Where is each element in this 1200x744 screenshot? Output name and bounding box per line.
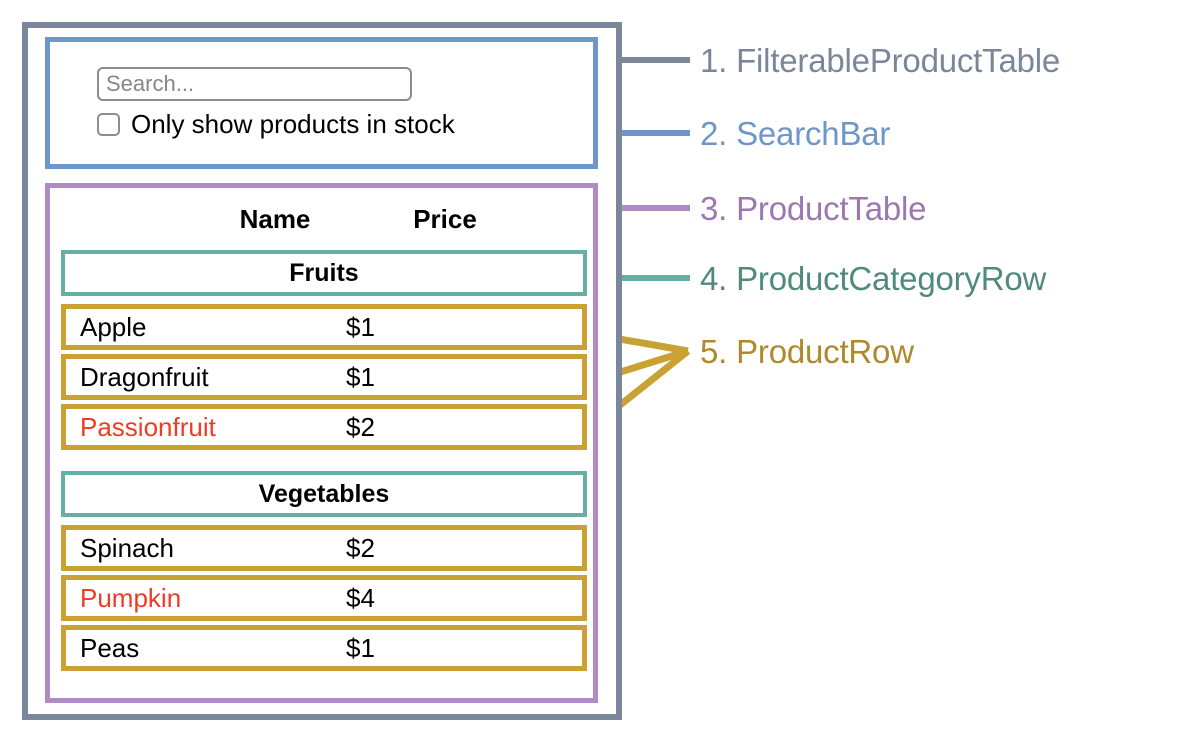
product-price: $1: [346, 311, 375, 342]
product-row: Peas $1: [61, 625, 587, 671]
legend-label: ProductRow: [736, 333, 914, 370]
product-name: Apple: [80, 311, 147, 342]
legend-item-product-category-row: 4. ProductCategoryRow: [700, 262, 1046, 295]
checkbox-icon[interactable]: [97, 112, 120, 136]
product-category-row: Fruits: [61, 250, 587, 296]
product-name: Peas: [80, 632, 140, 663]
legend-number: 2.: [700, 115, 737, 152]
column-header-name: Name: [239, 203, 311, 234]
product-price: $1: [346, 361, 375, 392]
in-stock-filter-label: Only show products in stock: [131, 109, 455, 139]
product-price: $2: [346, 532, 375, 563]
product-row: Apple $1: [61, 304, 587, 350]
product-category-row: Vegetables: [61, 471, 587, 517]
product-category-label: Fruits: [289, 258, 359, 287]
legend-number: 5.: [700, 333, 737, 370]
legend-number: 3.: [700, 190, 737, 227]
product-table: Name Price Fruits Apple $1 Dragonfruit $…: [45, 183, 598, 703]
product-row: Passionfruit $2: [61, 404, 587, 450]
product-row: Dragonfruit $1: [61, 354, 587, 400]
legend-label: ProductCategoryRow: [736, 260, 1047, 297]
table-header-row: Name Price: [50, 188, 593, 250]
column-header-price: Price: [413, 203, 477, 234]
product-name: Spinach: [80, 532, 174, 563]
search-bar: Only show products in stock: [45, 37, 598, 169]
legend-number: 4.: [700, 260, 737, 297]
product-price: $1: [346, 632, 375, 663]
product-price: $4: [346, 582, 375, 613]
product-category-label: Vegetables: [258, 479, 390, 508]
legend-label: SearchBar: [736, 115, 891, 152]
product-name: Dragonfruit: [80, 361, 209, 392]
legend-item-product-table: 3. ProductTable: [700, 190, 927, 227]
legend-label: ProductTable: [736, 190, 927, 227]
product-row: Spinach $2: [61, 525, 587, 571]
search-input[interactable]: [97, 67, 412, 101]
legend-item-search-bar: 2. SearchBar: [700, 117, 890, 150]
product-row: Pumpkin $4: [61, 575, 587, 621]
in-stock-filter[interactable]: Only show products in stock: [97, 111, 455, 137]
product-name: Pumpkin: [80, 582, 182, 613]
legend-label: FilterableProductTable: [736, 42, 1061, 79]
product-price: $2: [346, 411, 375, 442]
legend-item-filterable-product-table: 1. FilterableProductTable: [700, 44, 1060, 77]
legend-item-product-row: 5. ProductRow: [700, 335, 914, 368]
legend-number: 1.: [700, 42, 737, 79]
product-name: Passionfruit: [80, 411, 216, 442]
